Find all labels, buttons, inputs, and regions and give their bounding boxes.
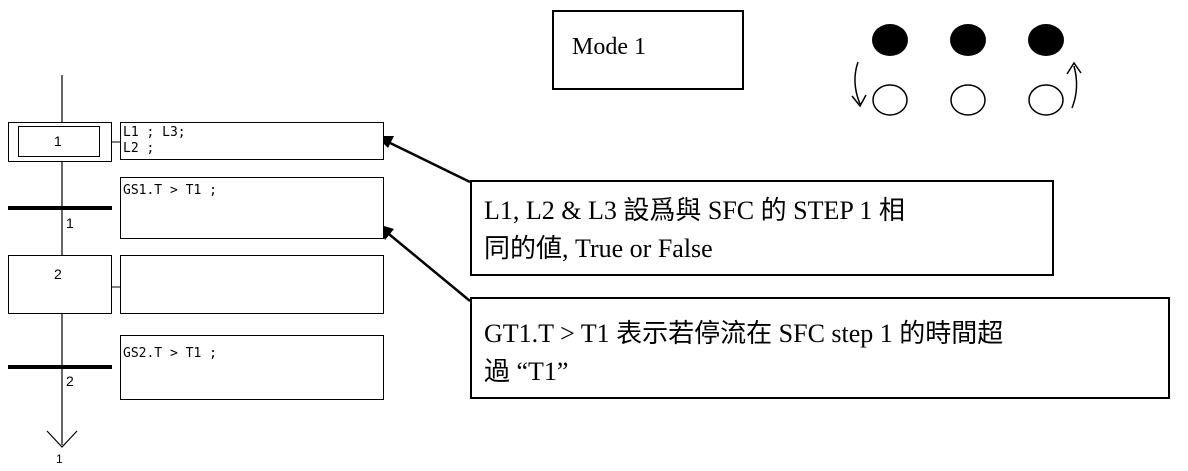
lamp-top-3 xyxy=(1028,24,1064,56)
step-1-action-box: L1 ; L3; L2 ; xyxy=(120,122,384,160)
transition-1-condition: GS1.T > T1 ; xyxy=(123,183,217,198)
note-2: GT1.T > T1 表示若停流在 SFC step 1 的時間超 過 “T1” xyxy=(470,297,1170,399)
step-2-label: 2 xyxy=(54,266,62,282)
note-1: L1, L2 & L3 設爲與 SFC 的 STEP 1 相 同的値, True… xyxy=(470,180,1054,276)
lamp-top-1 xyxy=(872,24,908,56)
note-2-pointer xyxy=(383,229,471,302)
note-2-line-2: 過 “T1” xyxy=(484,357,569,386)
rotate-left-arrow-icon xyxy=(854,61,861,105)
transition-1-label: 1 xyxy=(66,215,74,231)
lamp-bottom-2 xyxy=(950,84,986,116)
lamp-bottom-1 xyxy=(872,84,908,116)
lamp-bottom-3 xyxy=(1028,84,1064,116)
note-1-pointer xyxy=(383,138,471,184)
rotate-right-arrowhead xyxy=(1066,61,1082,75)
transition-1-condition-box: GS1.T > T1 ; xyxy=(120,177,384,239)
step-1-action-line-2: L2 ; xyxy=(123,141,155,156)
note-1-line-2: 同的値, True or False xyxy=(484,234,713,263)
transition-2-label: 2 xyxy=(66,373,74,389)
transition-2-condition: GS2.T > T1 ; xyxy=(123,346,217,361)
rotate-right-arrow-icon xyxy=(1071,65,1078,109)
step-1-action-line-1: L1 ; L3; xyxy=(123,125,186,140)
step-2-action-box xyxy=(120,255,384,314)
step-1-inner xyxy=(18,126,100,157)
mode-label: Mode 1 xyxy=(572,34,646,60)
note-2-line-1: GT1.T > T1 表示若停流在 SFC step 1 的時間超 xyxy=(484,319,1004,348)
jump-arrow xyxy=(46,430,78,448)
mode-box: Mode 1 xyxy=(552,10,744,90)
transition-2-condition-box: GS2.T > T1 ; xyxy=(120,335,384,400)
lamp-top-2 xyxy=(950,24,986,56)
note-1-line-1: L1, L2 & L3 設爲與 SFC 的 STEP 1 相 xyxy=(484,196,905,225)
step-1-label: 1 xyxy=(54,133,62,149)
step-2-box xyxy=(8,255,112,314)
rotate-left-arrowhead xyxy=(851,94,867,108)
jump-target-label: 1 xyxy=(56,452,63,466)
